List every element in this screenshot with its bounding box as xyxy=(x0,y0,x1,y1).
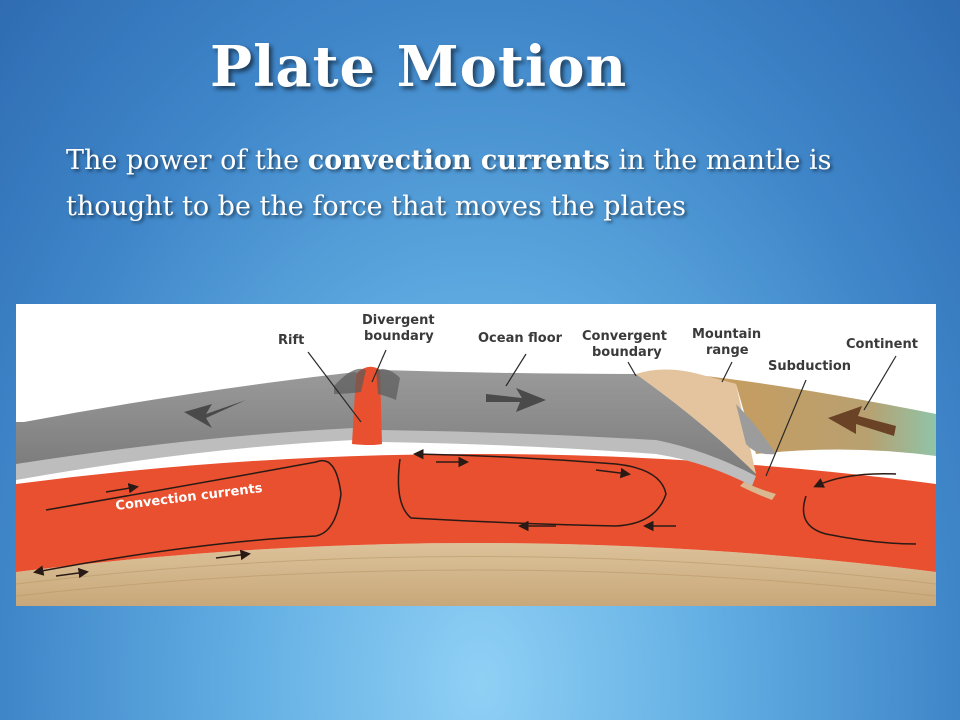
leader-rift xyxy=(307,351,362,423)
label-rift: Rift xyxy=(278,333,304,348)
label-subduction: Subduction xyxy=(768,359,851,374)
mountain-range xyxy=(636,369,756,474)
plate-arrow-right xyxy=(486,388,546,412)
convection-arrow-3 xyxy=(595,467,631,479)
subducting-slab xyxy=(740,482,776,500)
plate-arrow-continent xyxy=(828,406,896,436)
body-text-part2: in the mantle is thought to be the force… xyxy=(66,145,832,222)
convection-arrow-6 xyxy=(215,549,251,561)
slide-title: Plate Motion xyxy=(210,34,628,100)
body-text-part1: The power of the xyxy=(66,145,308,176)
continental-plate xyxy=(706,376,936,456)
mantle-layer xyxy=(16,454,936,572)
label-divergent-line2: boundary xyxy=(364,329,434,344)
convection-loop-right xyxy=(802,495,917,545)
leader-ocean-floor xyxy=(505,353,527,387)
label-continent: Continent xyxy=(846,337,918,352)
label-convergent-line2: boundary xyxy=(592,345,662,360)
oceanic-plate-left xyxy=(16,372,356,474)
oceanic-plate-right xyxy=(380,370,756,482)
leader-subduction xyxy=(765,379,807,477)
slide-body-text: The power of the convection currents in … xyxy=(66,138,896,230)
label-mountain-line2: range xyxy=(706,343,749,358)
convection-loop-center xyxy=(397,448,667,527)
label-convergent-line1: Convergent xyxy=(582,329,667,344)
convection-arrow-7 xyxy=(55,567,89,579)
leader-mountain xyxy=(721,361,733,383)
convection-loop-left xyxy=(33,460,342,576)
body-text-bold: convection currents xyxy=(307,145,610,176)
label-ocean-floor: Ocean floor xyxy=(478,331,563,346)
plate-arrow-left xyxy=(184,400,246,428)
label-divergent-line1: Divergent xyxy=(362,313,435,328)
diagram-svg: Rift Divergent boundary Ocean floor Conv… xyxy=(16,313,936,606)
convection-arrow-1 xyxy=(105,483,139,494)
leader-convergent xyxy=(627,361,637,377)
label-mountain-line1: Mountain xyxy=(692,327,761,342)
plate-motion-diagram: Rift Divergent boundary Ocean floor Conv… xyxy=(16,304,936,606)
leader-continent xyxy=(863,355,897,411)
leader-divergent xyxy=(371,349,387,383)
